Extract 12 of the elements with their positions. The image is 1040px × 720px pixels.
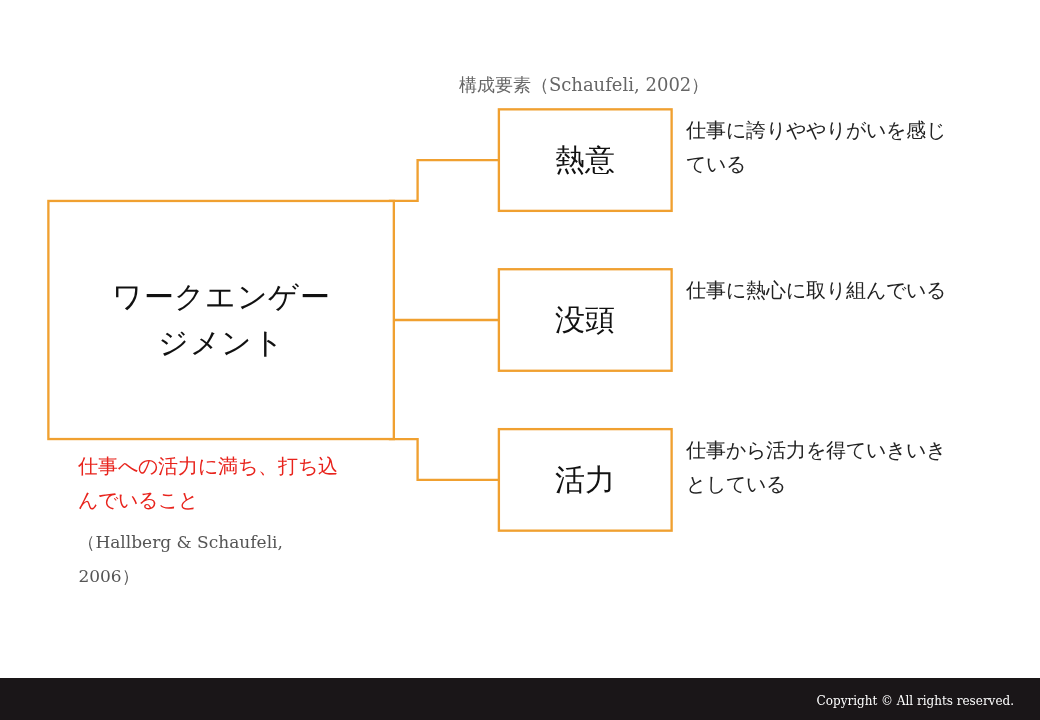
definition-text: 仕事への活力に満ち、打ち込んでいること <box>78 453 339 515</box>
copyright-text: Copyright © All rights reserved. <box>816 694 1014 708</box>
connector <box>393 318 499 322</box>
node-box: ワークエンゲージメント <box>47 199 395 441</box>
description-text: 仕事に熱心に取り組んでいる <box>685 277 947 305</box>
description-text: 仕事から活力を得ていきいきとしている <box>685 437 947 499</box>
description-text: 仕事に誇りややりがいを感じている <box>685 117 947 179</box>
node-box: 没頭 <box>497 268 673 372</box>
citation-text: （Hallberg & Schaufeli, 2006） <box>78 531 284 589</box>
node-box: 活力 <box>497 427 673 532</box>
heading-text: 構成要素（Schaufeli, 2002） <box>458 73 710 98</box>
node-box: 熱意 <box>497 108 673 213</box>
